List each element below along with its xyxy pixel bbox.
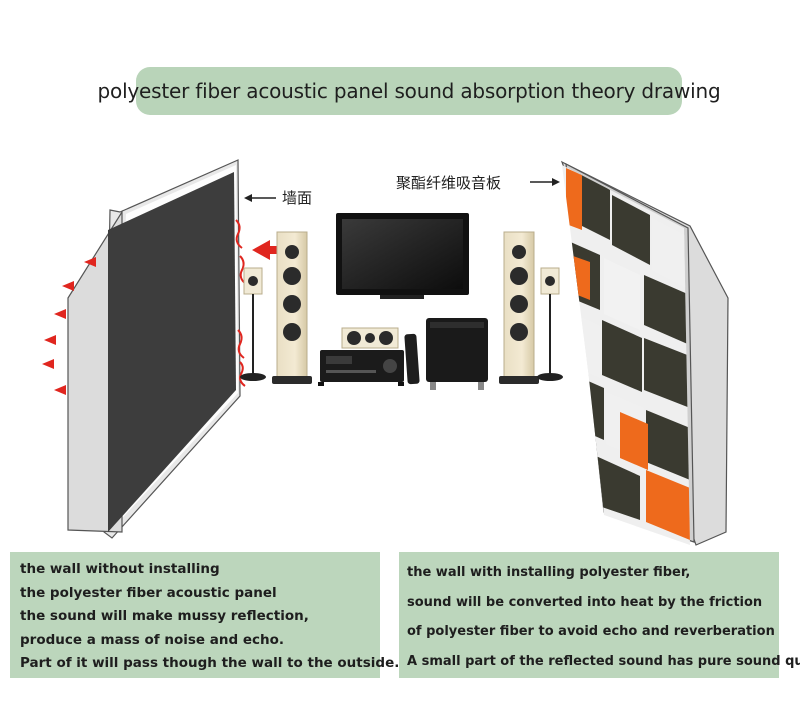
speaker-icon [272, 231, 312, 384]
description-line: Part of it will pass though the wall to … [20, 655, 400, 671]
reflection-arrows [42, 219, 278, 395]
description-line: produce a mass of noise and echo. [20, 631, 284, 648]
speaker-icon [240, 267, 266, 381]
right-description-box: the wall with installing polyester fiber… [399, 552, 800, 678]
sound-wave-arrow-icon [252, 240, 270, 260]
subwoofer-icon [426, 318, 488, 390]
receiver-icon [318, 350, 404, 386]
center-speaker-icon [341, 327, 399, 349]
tv-icon [336, 213, 469, 299]
diagram-title: polyester fiber acoustic panel sound abs… [97, 79, 721, 103]
acoustic-panel-mosaic [562, 165, 690, 545]
description-line: the polyester fiber acoustic panel [20, 584, 277, 601]
right-panel-wall [560, 160, 729, 546]
left-bare-wall [67, 159, 241, 539]
description-line: the sound will make mussy reflection, [20, 608, 309, 624]
wall-label: 墙面 [282, 189, 313, 207]
description-line: sound will be converted into heat by the… [407, 594, 763, 610]
description-line: the wall without installing [20, 561, 220, 577]
remote-icon [404, 333, 420, 385]
description-line: of polyester fiber to avoid echo and rev… [407, 624, 775, 639]
left-description-box: the wall without installing the polyeste… [10, 552, 400, 678]
speaker-icon [537, 267, 563, 381]
speaker-icon [499, 231, 539, 384]
title-banner: polyester fiber acoustic panel sound abs… [98, 67, 721, 115]
panel-label: 聚酯纤维吸音板 [396, 174, 502, 192]
description-line: the wall with installing polyester fiber… [407, 565, 691, 580]
description-line: A small part of the reflected sound has … [407, 653, 800, 669]
left-arrow-icon [244, 194, 276, 202]
right-arrow-icon [530, 178, 560, 186]
